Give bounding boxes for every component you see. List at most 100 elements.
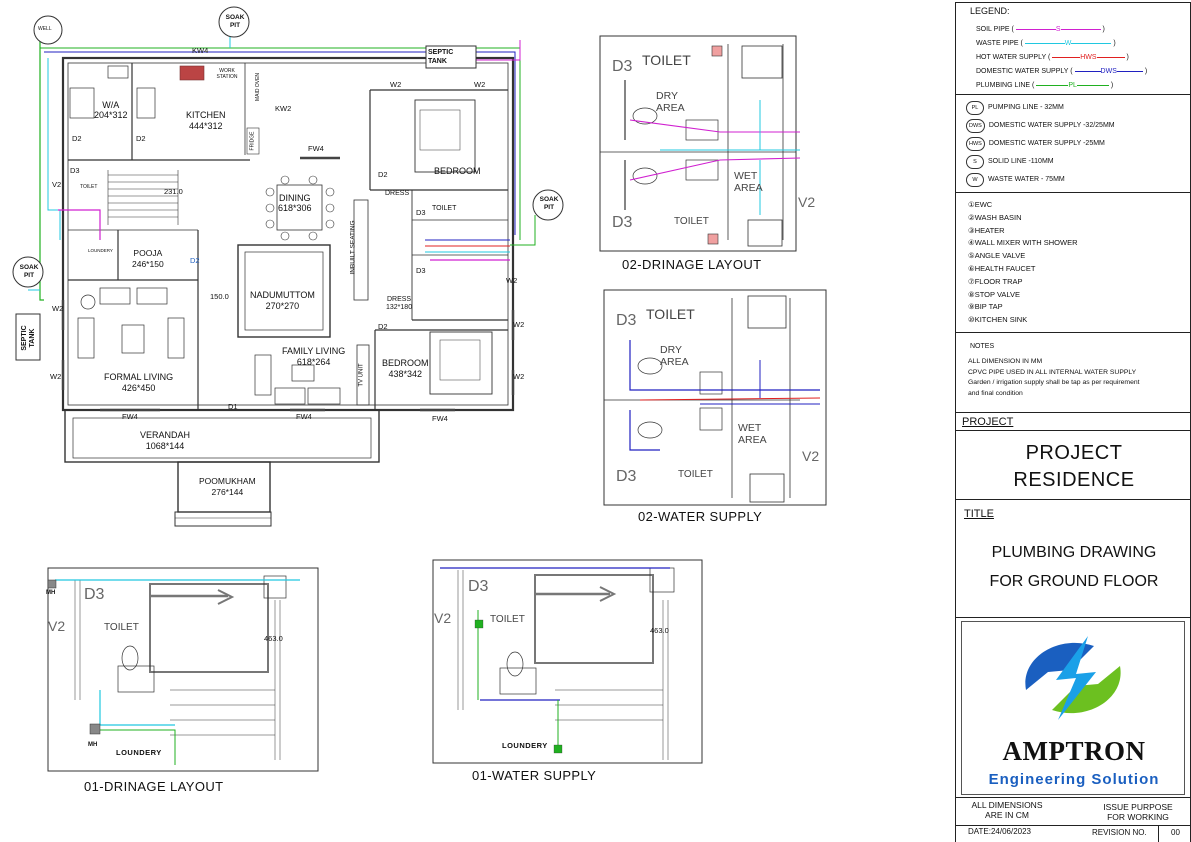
project-name-1: PROJECT bbox=[1025, 442, 1123, 464]
tag-w2-e: W2 bbox=[513, 320, 525, 329]
room-toilet-center: TOILET bbox=[432, 205, 457, 212]
tag-fw4-d: FW4 bbox=[432, 414, 448, 423]
room-nadumuttom: NADUMUTTOM 270*270 bbox=[250, 290, 315, 312]
pipe-size-w: W WASTE WATER - 75MM bbox=[966, 171, 1115, 189]
note-2: CPVC PIPE USED IN ALL INTERNAL WATER SUP… bbox=[968, 368, 1137, 376]
ud-d3: D3 bbox=[84, 586, 105, 603]
legend-line-plumbing: PLUMBING LINE ( PL ) bbox=[976, 82, 1114, 89]
title-panel: TITLE PLUMBING DRAWING FOR GROUND FLOOR bbox=[955, 500, 1191, 618]
pipe-size-w-label: WASTE WATER - 75MM bbox=[988, 176, 1065, 183]
room-family-living: FAMILY LIVING 618*264 bbox=[282, 346, 345, 368]
room-dining: DINING 618*306 bbox=[278, 193, 312, 213]
gd-d3-bottom: D3 bbox=[612, 214, 633, 231]
gd-toilet-bottom: TOILET bbox=[674, 216, 709, 227]
pipe-size-hws-code: HWS bbox=[966, 137, 985, 151]
uw-v2: V2 bbox=[434, 610, 452, 626]
ud-loundery: LOUNDERY bbox=[116, 748, 162, 757]
fixture-3: ③HEATER bbox=[968, 225, 1005, 235]
footer-issue: ISSUE PURPOSE FOR WORKING bbox=[1096, 802, 1180, 822]
notes-list: ALL DIMENSION IN MM CPVC PIPE USED IN AL… bbox=[968, 357, 1140, 399]
fixture-7: ⑦FLOOR TRAP bbox=[968, 276, 1023, 286]
room-kitchen: KITCHEN 444*312 bbox=[186, 110, 226, 132]
room-dining-name: DINING bbox=[279, 193, 311, 203]
caption-ground-water: 02-WATER SUPPLY bbox=[638, 509, 763, 524]
caption-upper-drainage: 01-DRINAGE LAYOUT bbox=[84, 779, 224, 794]
room-family-size: 618*264 bbox=[296, 357, 331, 367]
room-family-name: FAMILY LIVING bbox=[282, 346, 346, 356]
caption-upper-water: 01-WATER SUPPLY bbox=[472, 768, 597, 783]
soak-pit-label-right: SOAK PIT bbox=[539, 196, 559, 211]
fixture-6: ⑥HEALTH FAUCET bbox=[968, 263, 1036, 273]
room-verandah-size: 1068*144 bbox=[145, 441, 185, 451]
fixture-list: ①EWC ②WASH BASIN ③HEATER ④WALL MIXER WIT… bbox=[968, 199, 1078, 327]
company-name: AMPTRON bbox=[1002, 736, 1146, 766]
ud-v2: V2 bbox=[48, 618, 66, 634]
footer-divider bbox=[956, 825, 1190, 826]
pipe-size-dws-label: DOMESTIC WATER SUPPLY -32/25MM bbox=[988, 122, 1115, 129]
company-tagline: Engineering Solution bbox=[988, 771, 1160, 788]
footer-dims-2: ARE IN CM bbox=[985, 810, 1029, 820]
tag-d2-d: D2 bbox=[378, 322, 388, 331]
room-verandah-name: VERANDAH bbox=[140, 430, 191, 440]
tag-d3-c: D3 bbox=[416, 266, 426, 275]
room-poomukham: POOMUKHAM 276*144 bbox=[199, 476, 256, 498]
tag-d2-e: D2 bbox=[190, 256, 200, 265]
legend-line-domestic-label: DOMESTIC WATER SUPPLY bbox=[976, 68, 1069, 75]
room-formal-name: FORMAL LIVING bbox=[104, 372, 174, 382]
pipe-size-w-code: W bbox=[966, 173, 984, 187]
title-line-1: PLUMBING DRAWING bbox=[991, 544, 1157, 561]
room-pooja-name: POOJA bbox=[133, 248, 163, 258]
legend-line-soil: SOIL PIPE ( S ) bbox=[976, 26, 1105, 33]
tag-w2-b: W2 bbox=[50, 372, 62, 381]
pipe-size-s-label: SOLID LINE -110MM bbox=[988, 158, 1054, 165]
logo-frame bbox=[961, 621, 1185, 795]
gd-dry-area: DRY AREA bbox=[656, 90, 685, 114]
plan-labels: WELL SOAK PIT SOAK PIT SOAK PIT SEPTIC T… bbox=[20, 14, 559, 498]
tag-v2: V2 bbox=[52, 180, 62, 189]
room-poomukham-size: 276*144 bbox=[211, 487, 244, 497]
legend-line-hot: HOT WATER SUPPLY ( HWS ) bbox=[976, 54, 1129, 61]
room-bedroom2: BEDROOM 438*342 bbox=[382, 358, 429, 380]
gw-dry-area: DRY AREA bbox=[660, 344, 689, 368]
pipe-size-hws-label: DOMESTIC WATER SUPPLY -25MM bbox=[988, 140, 1105, 147]
footer-revision: 00 bbox=[1171, 828, 1180, 837]
amptron-logo-icon bbox=[1025, 636, 1121, 720]
legend-panel: LEGEND: SOIL PIPE ( S ) WASTE PIPE ( W )… bbox=[955, 2, 1191, 95]
tag-d3-b: D3 bbox=[416, 208, 426, 217]
drawing-sheet bbox=[12, 6, 827, 772]
note-1: ALL DIMENSION IN MM bbox=[968, 358, 1043, 365]
legend-line-hot-code: HWS bbox=[1080, 54, 1097, 61]
project-heading: PROJECT bbox=[962, 416, 1014, 428]
ud-level: 463.0 bbox=[264, 634, 283, 643]
septic-tank-label-top: SEPTIC TANK bbox=[428, 49, 454, 65]
room-nadumuttom-name: NADUMUTTOM bbox=[250, 290, 315, 300]
pipe-size-dws-code: DWS bbox=[966, 119, 985, 133]
tag-fw4-c: FW4 bbox=[296, 412, 312, 421]
tag-w2-d: W2 bbox=[474, 80, 486, 89]
notes-panel: NOTES ALL DIMENSION IN MM CPVC PIPE USED… bbox=[955, 333, 1191, 413]
detail-labels: D3 TOILET DRY AREA WET AREA TOILET D3 V2… bbox=[46, 52, 819, 794]
legend-line-list: SOIL PIPE ( S ) WASTE PIPE ( W ) HOT WAT… bbox=[976, 23, 1147, 93]
gw-d3-bottom: D3 bbox=[616, 468, 637, 485]
fixture-1: ①EWC bbox=[968, 200, 993, 209]
room-kitchen-size: 444*312 bbox=[188, 121, 223, 131]
loundery-label-plan: LOUNDERY bbox=[88, 248, 113, 253]
room-nadumuttom-size: 270*270 bbox=[265, 301, 300, 311]
room-formal-living: FORMAL LIVING 426*450 bbox=[104, 372, 173, 394]
work-station-label: WORK STATION bbox=[216, 68, 238, 80]
tag-w2-c: W2 bbox=[390, 80, 402, 89]
caption-ground-drainage: 02-DRINAGE LAYOUT bbox=[622, 257, 762, 272]
room-bedroom1: BEDROOM bbox=[434, 166, 481, 176]
notes-title: NOTES bbox=[970, 343, 995, 350]
legend-line-domestic-code: DWS bbox=[1100, 68, 1117, 75]
tag-d2-c: D2 bbox=[378, 170, 388, 179]
detail-ground-drainage bbox=[599, 35, 801, 252]
room-dress2-name: DRESS bbox=[386, 296, 412, 303]
footer-dims-1: ALL DIMENSIONS bbox=[971, 800, 1043, 810]
room-toilet-small: TOILET bbox=[80, 184, 98, 190]
